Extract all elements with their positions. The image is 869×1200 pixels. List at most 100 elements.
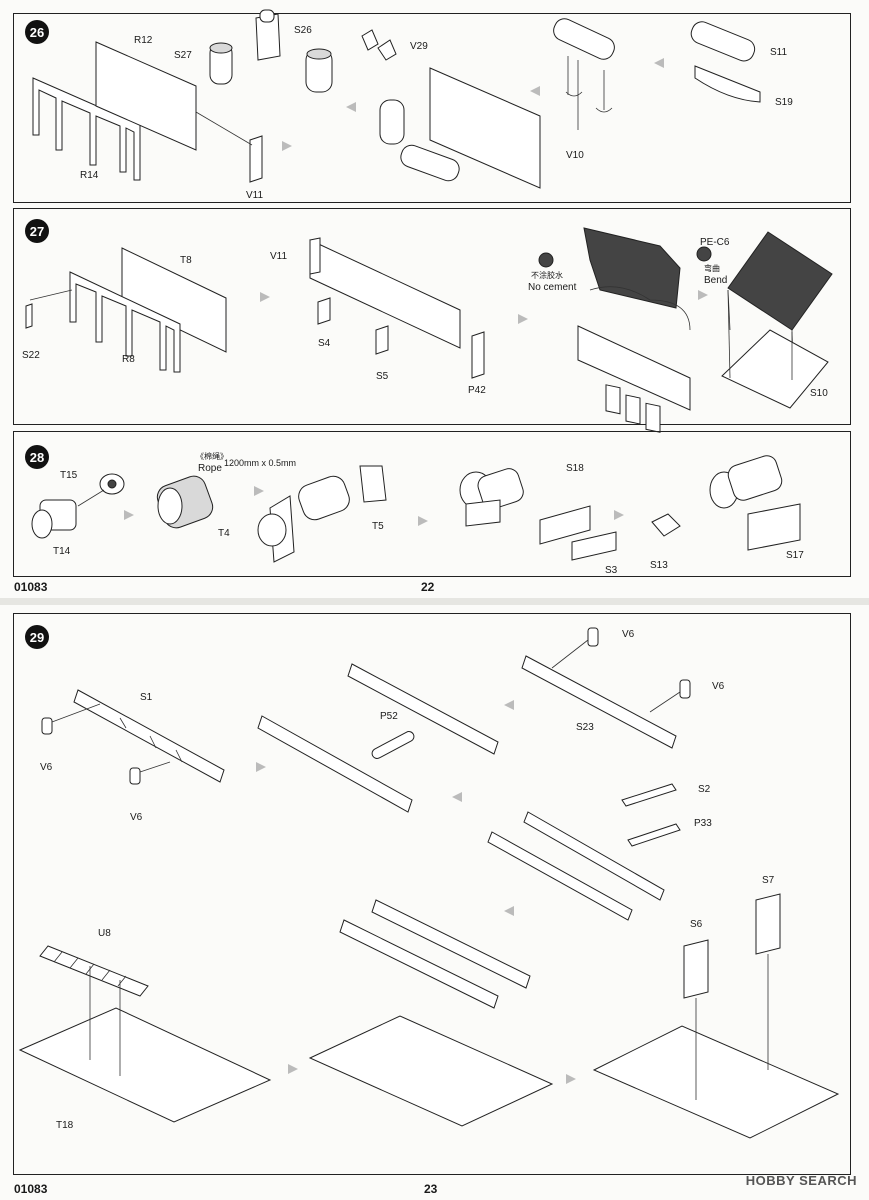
part-s7 xyxy=(755,893,781,955)
part-s2 xyxy=(621,783,677,807)
part-lower-rail-a xyxy=(523,811,665,901)
label-p33: P33 xyxy=(694,818,712,829)
part-s26-bracket xyxy=(255,9,281,61)
step-27-badge: 27 xyxy=(25,219,49,243)
label-s10: S10 xyxy=(810,388,828,399)
part-rail-p52 xyxy=(257,715,413,813)
part-v6-a xyxy=(41,717,53,735)
label-s23: S23 xyxy=(576,722,594,733)
label-bend: Bend xyxy=(704,275,728,286)
label-s6: S6 xyxy=(690,919,703,930)
no-cement-icon xyxy=(538,252,554,268)
label-v6-c: V6 xyxy=(622,629,635,640)
part-s22 xyxy=(25,303,33,329)
part-center-tanks xyxy=(379,99,460,182)
part-v6-d xyxy=(679,679,691,699)
page-gap xyxy=(0,598,869,608)
part-p52 xyxy=(371,731,415,759)
part-v10-tank xyxy=(553,18,615,113)
label-s27: S27 xyxy=(174,50,192,61)
label-v10: V10 xyxy=(566,150,584,161)
label-r14: R14 xyxy=(80,170,99,181)
part-upper-rail xyxy=(347,663,499,755)
product-code-p22: 01083 xyxy=(14,580,48,594)
product-code-p23: 01083 xyxy=(14,1182,48,1196)
part-r8-frame xyxy=(69,271,181,373)
part-lower-rail-b xyxy=(487,831,633,921)
part-r14-frame xyxy=(32,77,141,181)
label-v6-a: V6 xyxy=(40,762,53,773)
part-v6-c xyxy=(587,627,599,647)
part-u8-ladder xyxy=(39,945,149,997)
label-s1: S1 xyxy=(140,692,153,703)
label-t18: T18 xyxy=(56,1120,74,1131)
part-cab-roof-assembly xyxy=(577,227,691,433)
label-s17: S17 xyxy=(786,550,804,561)
label-rope-cn: 《棉绳》 xyxy=(196,452,228,461)
part-s4 xyxy=(317,297,331,325)
label-no-cement: No cement xyxy=(528,282,577,293)
label-pe-c6: PE-C6 xyxy=(700,237,730,248)
part-tank-assembly-small xyxy=(305,48,333,93)
part-t15-washer xyxy=(99,473,125,495)
label-s26: S26 xyxy=(294,25,312,36)
label-v11: V11 xyxy=(246,190,264,201)
label-bend-cn: 弯曲 xyxy=(704,264,720,273)
label-s3: S3 xyxy=(605,565,618,576)
label-p42: P42 xyxy=(468,385,486,396)
part-v29-clips xyxy=(361,29,397,61)
label-s22: S22 xyxy=(22,350,40,361)
part-r12-panel xyxy=(95,41,197,151)
page-number-23: 23 xyxy=(424,1182,438,1196)
part-s13 xyxy=(651,513,681,537)
label-t4: T4 xyxy=(218,528,230,539)
label-s13: S13 xyxy=(650,560,668,571)
part-p42 xyxy=(471,331,485,379)
part-s1-rail xyxy=(73,689,225,783)
step-28-badge: 28 xyxy=(25,445,49,469)
label-r12: R12 xyxy=(134,35,153,46)
label-v6-b: V6 xyxy=(130,812,143,823)
part-s11-cylinder xyxy=(690,21,756,62)
part-s18-s3 xyxy=(539,505,617,561)
label-u8: U8 xyxy=(98,928,111,939)
label-t8: T8 xyxy=(180,255,192,266)
part-center-panel xyxy=(429,67,541,189)
part-s10-frame xyxy=(721,329,829,409)
label-s19: S19 xyxy=(775,97,793,108)
part-v11-2 xyxy=(309,237,321,275)
label-s11: S11 xyxy=(770,47,788,58)
step-26-panel xyxy=(13,13,851,203)
part-floor-3 xyxy=(592,1025,840,1139)
hobby-search-watermark: HOBBY SEARCH xyxy=(745,1173,857,1188)
part-floor-2 xyxy=(308,1015,554,1127)
label-s2: S2 xyxy=(698,784,711,795)
part-rails-2b xyxy=(339,919,499,1009)
part-drum-2 xyxy=(298,475,350,521)
part-s5 xyxy=(375,325,389,355)
label-r8: R8 xyxy=(122,354,135,365)
label-v6-d: V6 xyxy=(712,681,725,692)
step-26-badge: 26 xyxy=(25,20,49,44)
part-s23-rail xyxy=(521,655,677,749)
part-p33 xyxy=(627,823,681,847)
bend-icon xyxy=(696,246,712,262)
label-no-cement-cn: 不涂胶水 xyxy=(531,271,563,280)
label-rope-size: 1200mm x 0.5mm xyxy=(224,458,297,468)
part-v11 xyxy=(249,135,263,183)
part-t18-floor xyxy=(18,1007,272,1123)
part-rails-2a xyxy=(371,899,531,989)
label-t5: T5 xyxy=(372,521,384,532)
label-s18: S18 xyxy=(566,463,584,474)
label-t15: T15 xyxy=(60,470,78,481)
part-final-winch xyxy=(709,455,801,551)
label-s4: S4 xyxy=(318,338,331,349)
part-t14-drum xyxy=(31,499,77,539)
step-28-panel xyxy=(13,431,851,577)
part-v6-b xyxy=(129,767,141,785)
label-s5: S5 xyxy=(376,371,389,382)
